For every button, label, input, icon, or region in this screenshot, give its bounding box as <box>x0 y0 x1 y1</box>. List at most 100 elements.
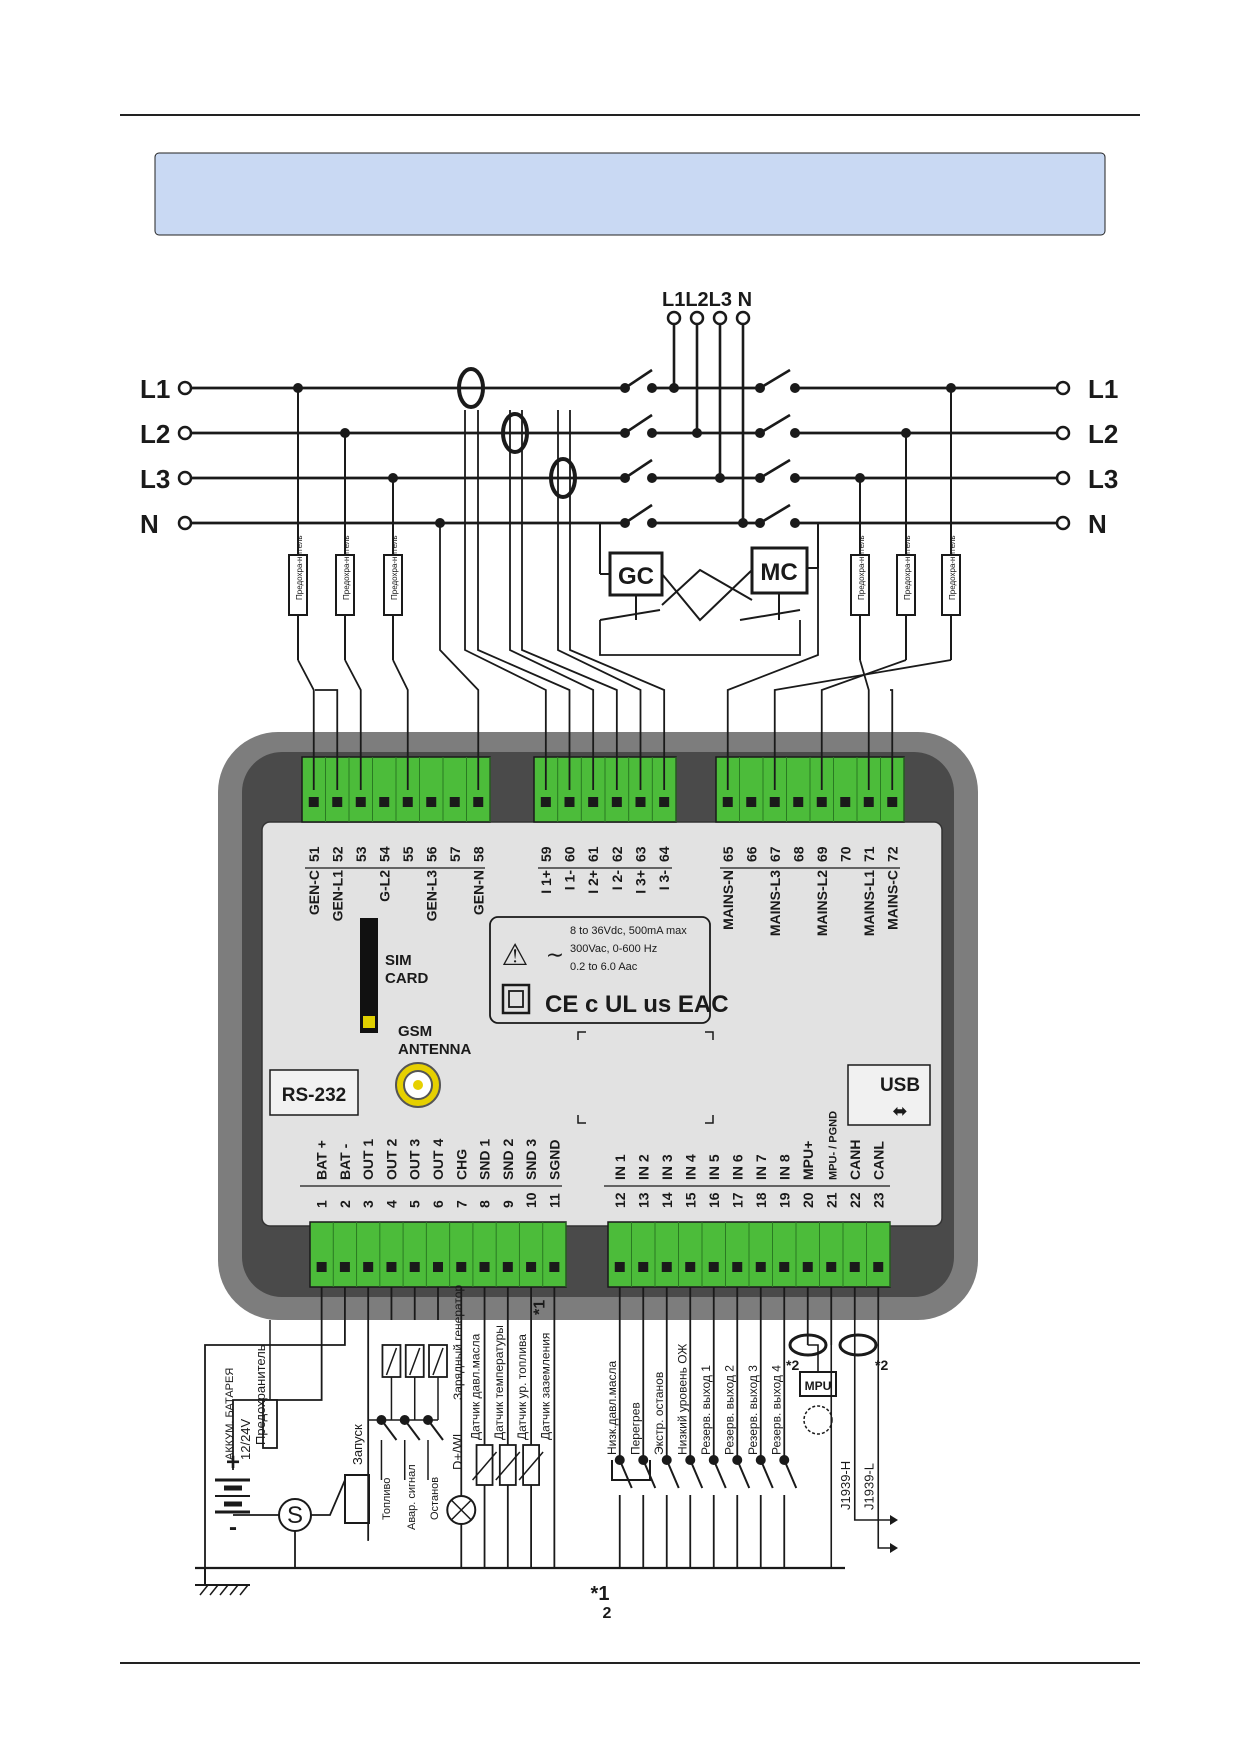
ct-terminal-name-64: I 3- <box>656 870 672 891</box>
wire <box>509 410 595 790</box>
wire <box>739 609 801 621</box>
wire <box>385 1347 398 1376</box>
terminal-screw <box>816 797 827 807</box>
ground-sensor-label: Датчик заземления <box>538 1333 552 1440</box>
wire <box>219 1584 229 1596</box>
io-terminal-name-6: OUT 4 <box>430 1139 446 1180</box>
terminal-screw <box>409 1262 420 1272</box>
io-terminal-name-2: BAT - <box>337 1143 353 1180</box>
io-terminal-number-18: 18 <box>753 1192 769 1208</box>
terminal-screw <box>873 1262 884 1272</box>
wire <box>759 458 791 480</box>
terminal-screw <box>769 797 780 807</box>
terminal-screw <box>355 797 366 807</box>
io-terminal-number-13: 13 <box>635 1192 651 1208</box>
gen-terminal-number-53: 53 <box>353 846 369 862</box>
fuel-sensor-label: Датчик ур. топлива <box>515 1334 529 1440</box>
wire <box>229 1584 239 1596</box>
terminal-screw <box>502 1262 513 1272</box>
mains-terminal-number-70: 70 <box>837 846 853 862</box>
bus-terminal <box>1055 380 1071 396</box>
terminal-screw <box>426 797 437 807</box>
io-terminal-name-17: IN 6 <box>729 1154 745 1180</box>
io-terminal-number-16: 16 <box>706 1192 722 1208</box>
terminal-screw <box>755 1262 766 1272</box>
io-terminal-number-10: 10 <box>523 1192 539 1208</box>
terminal-screw <box>456 1262 467 1272</box>
io-terminal-number-5: 5 <box>407 1200 423 1208</box>
title-banner <box>154 152 1106 236</box>
mains-terminal-number-68: 68 <box>790 846 806 862</box>
terminal-screw <box>826 1262 837 1272</box>
wire <box>569 410 666 790</box>
junction-dot <box>620 428 630 438</box>
mpu-label: MPU <box>805 1379 832 1393</box>
bus-label-right-L1: L1 <box>1088 374 1118 404</box>
junction-dot <box>647 428 657 438</box>
wire <box>624 458 653 480</box>
ac-symbol-icon: ∼ <box>546 942 564 967</box>
bus-terminal <box>177 380 193 396</box>
battery-voltage: 12/24V <box>238 1418 253 1460</box>
junction-dot <box>620 473 630 483</box>
gen-terminal-number-52: 52 <box>329 846 345 862</box>
gsm-antenna-label-2: ANTENNA <box>398 1041 471 1058</box>
wire <box>439 523 480 790</box>
wire <box>450 1499 472 1521</box>
junction-dot <box>692 428 702 438</box>
io-terminal-name-22: CANH <box>847 1140 863 1180</box>
wire <box>820 659 907 790</box>
current-transformer <box>457 367 485 409</box>
usb-icon: ⬌ <box>892 1101 907 1121</box>
terminal-screw <box>526 1262 537 1272</box>
gen-terminal-number-57: 57 <box>447 846 463 862</box>
fuse-label: Предохра-нитель <box>948 535 957 600</box>
bus-label-right-N: N <box>1088 509 1107 539</box>
junction-dot <box>614 1455 625 1465</box>
terminal-screw <box>332 797 343 807</box>
wire <box>599 609 661 621</box>
wire <box>661 569 753 622</box>
wire <box>759 413 791 435</box>
mains-terminal-name-71: MAINS-L1 <box>861 870 877 936</box>
io-terminal-number-23: 23 <box>870 1192 886 1208</box>
bus-label-left-L3: L3 <box>140 464 170 494</box>
stop-label: Останов <box>429 1477 441 1520</box>
input-label-1: Низк.давл.масла <box>605 1361 619 1455</box>
io-terminal-number-17: 17 <box>729 1192 745 1208</box>
rating-plate <box>489 916 711 1024</box>
junction-dot <box>790 383 800 393</box>
junction-dot <box>755 1455 766 1465</box>
fuel-label: Топливо <box>381 1478 393 1520</box>
mains-terminal-number-72: 72 <box>884 846 900 862</box>
rating-ac-current: 0.2 to 6.0 Aac <box>570 961 638 973</box>
wire <box>577 1115 586 1124</box>
io-terminal-name-3: OUT 1 <box>360 1139 376 1180</box>
terminal-screw <box>802 1262 813 1272</box>
ct-terminal-name-59: I 1+ <box>538 870 554 894</box>
terminal-screw <box>363 1262 374 1272</box>
wire <box>661 568 753 606</box>
gen-terminal-name-58: GEN-N <box>470 870 486 915</box>
gen-terminal-name-51: GEN-C <box>306 870 322 915</box>
j1939-h-label: J1939-H <box>838 1461 853 1510</box>
junction-dot <box>685 1455 696 1465</box>
sim-card-slot <box>360 918 378 1033</box>
double-insulation-icon <box>501 983 531 1015</box>
bus-terminal <box>177 515 193 531</box>
oil-sensor-label: Датчик давл.масла <box>469 1333 483 1440</box>
terminal-screw <box>638 1262 649 1272</box>
io-terminal-name-5: OUT 3 <box>407 1139 423 1180</box>
wire <box>432 1347 444 1376</box>
terminal-screw <box>722 797 733 807</box>
temp-sensor-label: Датчик температуры <box>492 1325 506 1440</box>
d-wl-label: D+/WL <box>450 1430 465 1470</box>
junction-dot <box>732 1455 743 1465</box>
usb-label: USB <box>880 1075 920 1096</box>
terminal-screw <box>779 1262 790 1272</box>
ct-terminal-name-63: I 3+ <box>633 870 649 894</box>
wire <box>736 1459 751 1489</box>
mpu-sensor <box>799 1371 837 1397</box>
footnote-2: 2 <box>603 1605 612 1622</box>
